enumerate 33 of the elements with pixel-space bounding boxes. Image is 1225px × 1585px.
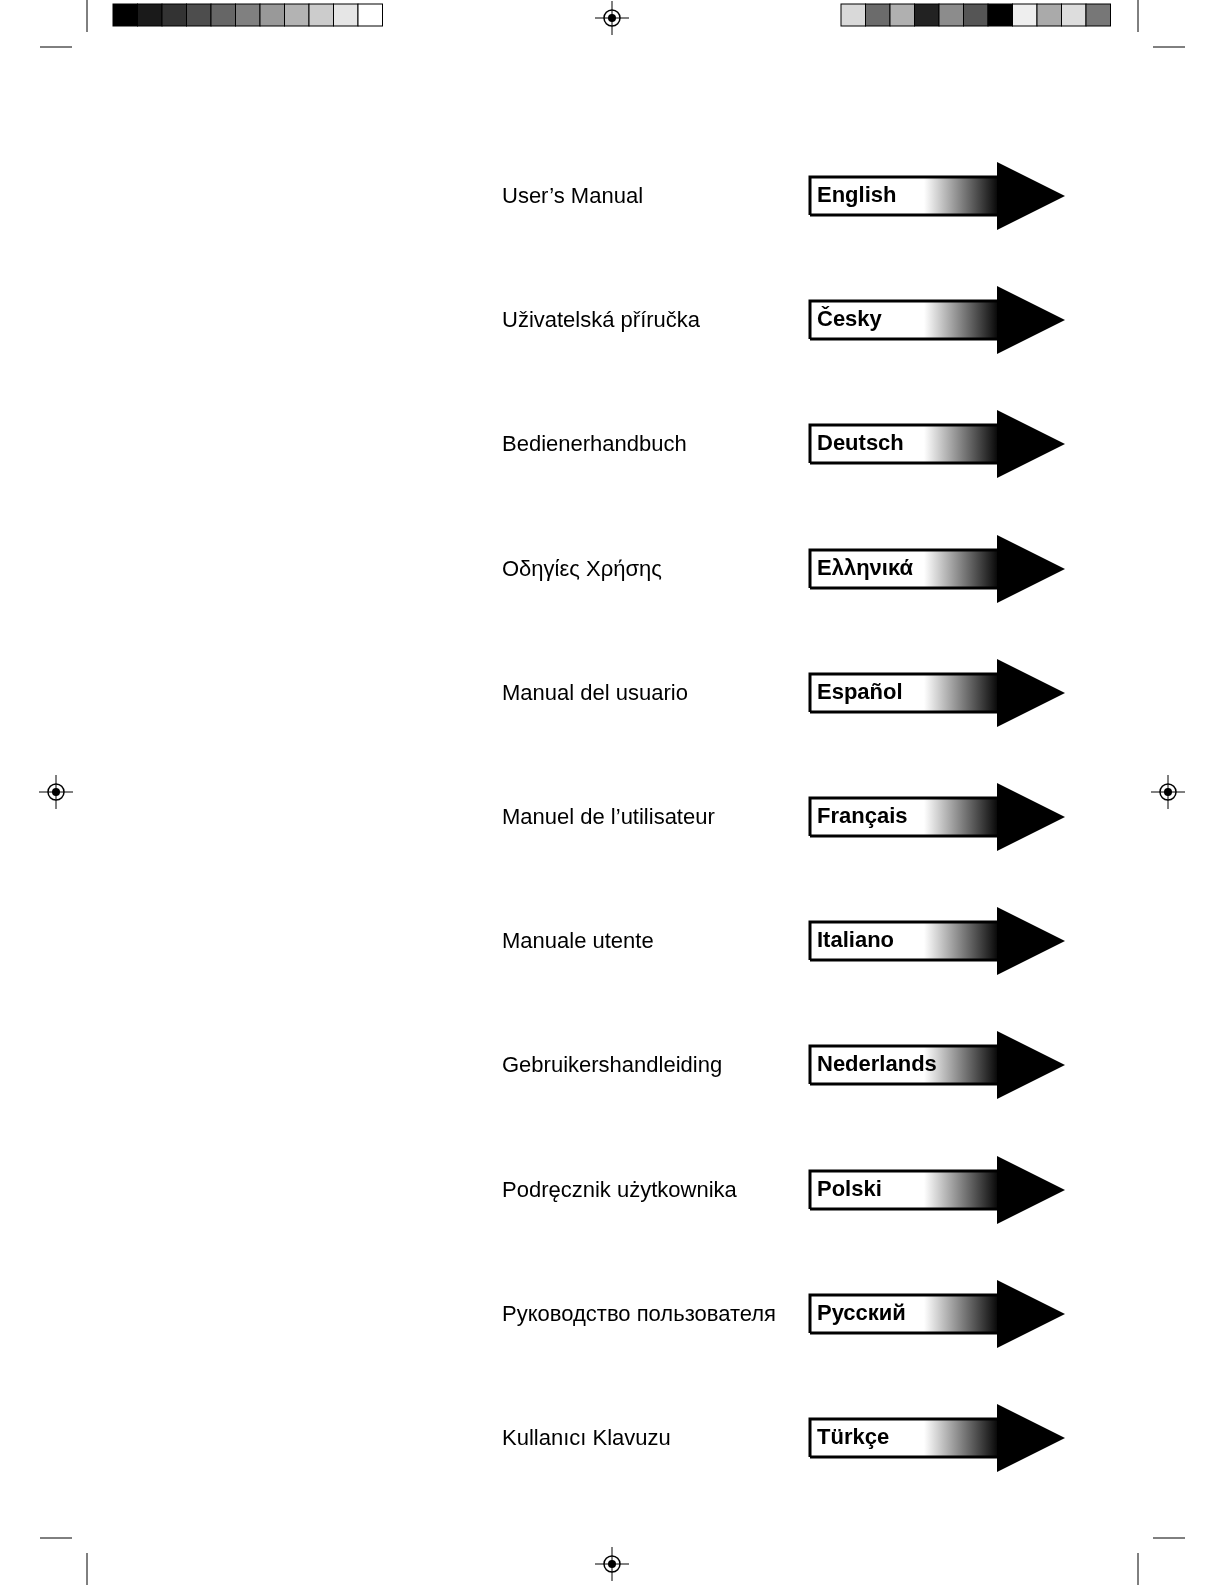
manual-title: Podręcznik użytkownika: [502, 1177, 737, 1202]
manual-title: Uživatelská příručka: [502, 308, 701, 333]
language-tab: [808, 1403, 1066, 1473]
language-tab: [808, 285, 1066, 356]
language-label: Deutsch: [817, 430, 904, 457]
language-label: Español: [817, 678, 903, 705]
language-label: Türkçe: [817, 1424, 890, 1450]
manual-title: Руководство пользователя: [502, 1301, 776, 1326]
manual-title: User’s Manual: [502, 184, 644, 208]
language-label: Ελληνικά: [817, 554, 913, 581]
language-tab: [808, 657, 1066, 728]
manual-title: Kullanıcı Klavuzu: [502, 1426, 671, 1450]
language-tab: [808, 161, 1066, 231]
language-label: Русский: [817, 1299, 906, 1326]
manual-title: Manuale utente: [502, 929, 654, 954]
manual-title: Manual del usuario: [502, 680, 688, 705]
manual-title: Manuel de l’utilisateur: [502, 805, 715, 829]
manual-title: Gebruikershandleiding: [502, 1053, 723, 1078]
manual-title: Bedienerhandbuch: [502, 432, 687, 457]
language-tab: [808, 906, 1066, 977]
language-label: Italiano: [817, 927, 894, 954]
language-tab: [808, 409, 1066, 480]
language-label: Česky: [817, 306, 882, 333]
language-label: Français: [817, 803, 908, 829]
language-label: English: [817, 182, 897, 208]
language-tab: [808, 1154, 1066, 1225]
language-label: Polski: [817, 1175, 882, 1202]
language-label: Nederlands: [817, 1051, 937, 1078]
manual-title: Οδηγίες Χρήσης: [502, 556, 662, 581]
language-tab: [808, 782, 1066, 852]
language-tab: [808, 533, 1066, 604]
language-tab: [808, 1030, 1066, 1101]
language-tab: [808, 1278, 1066, 1349]
